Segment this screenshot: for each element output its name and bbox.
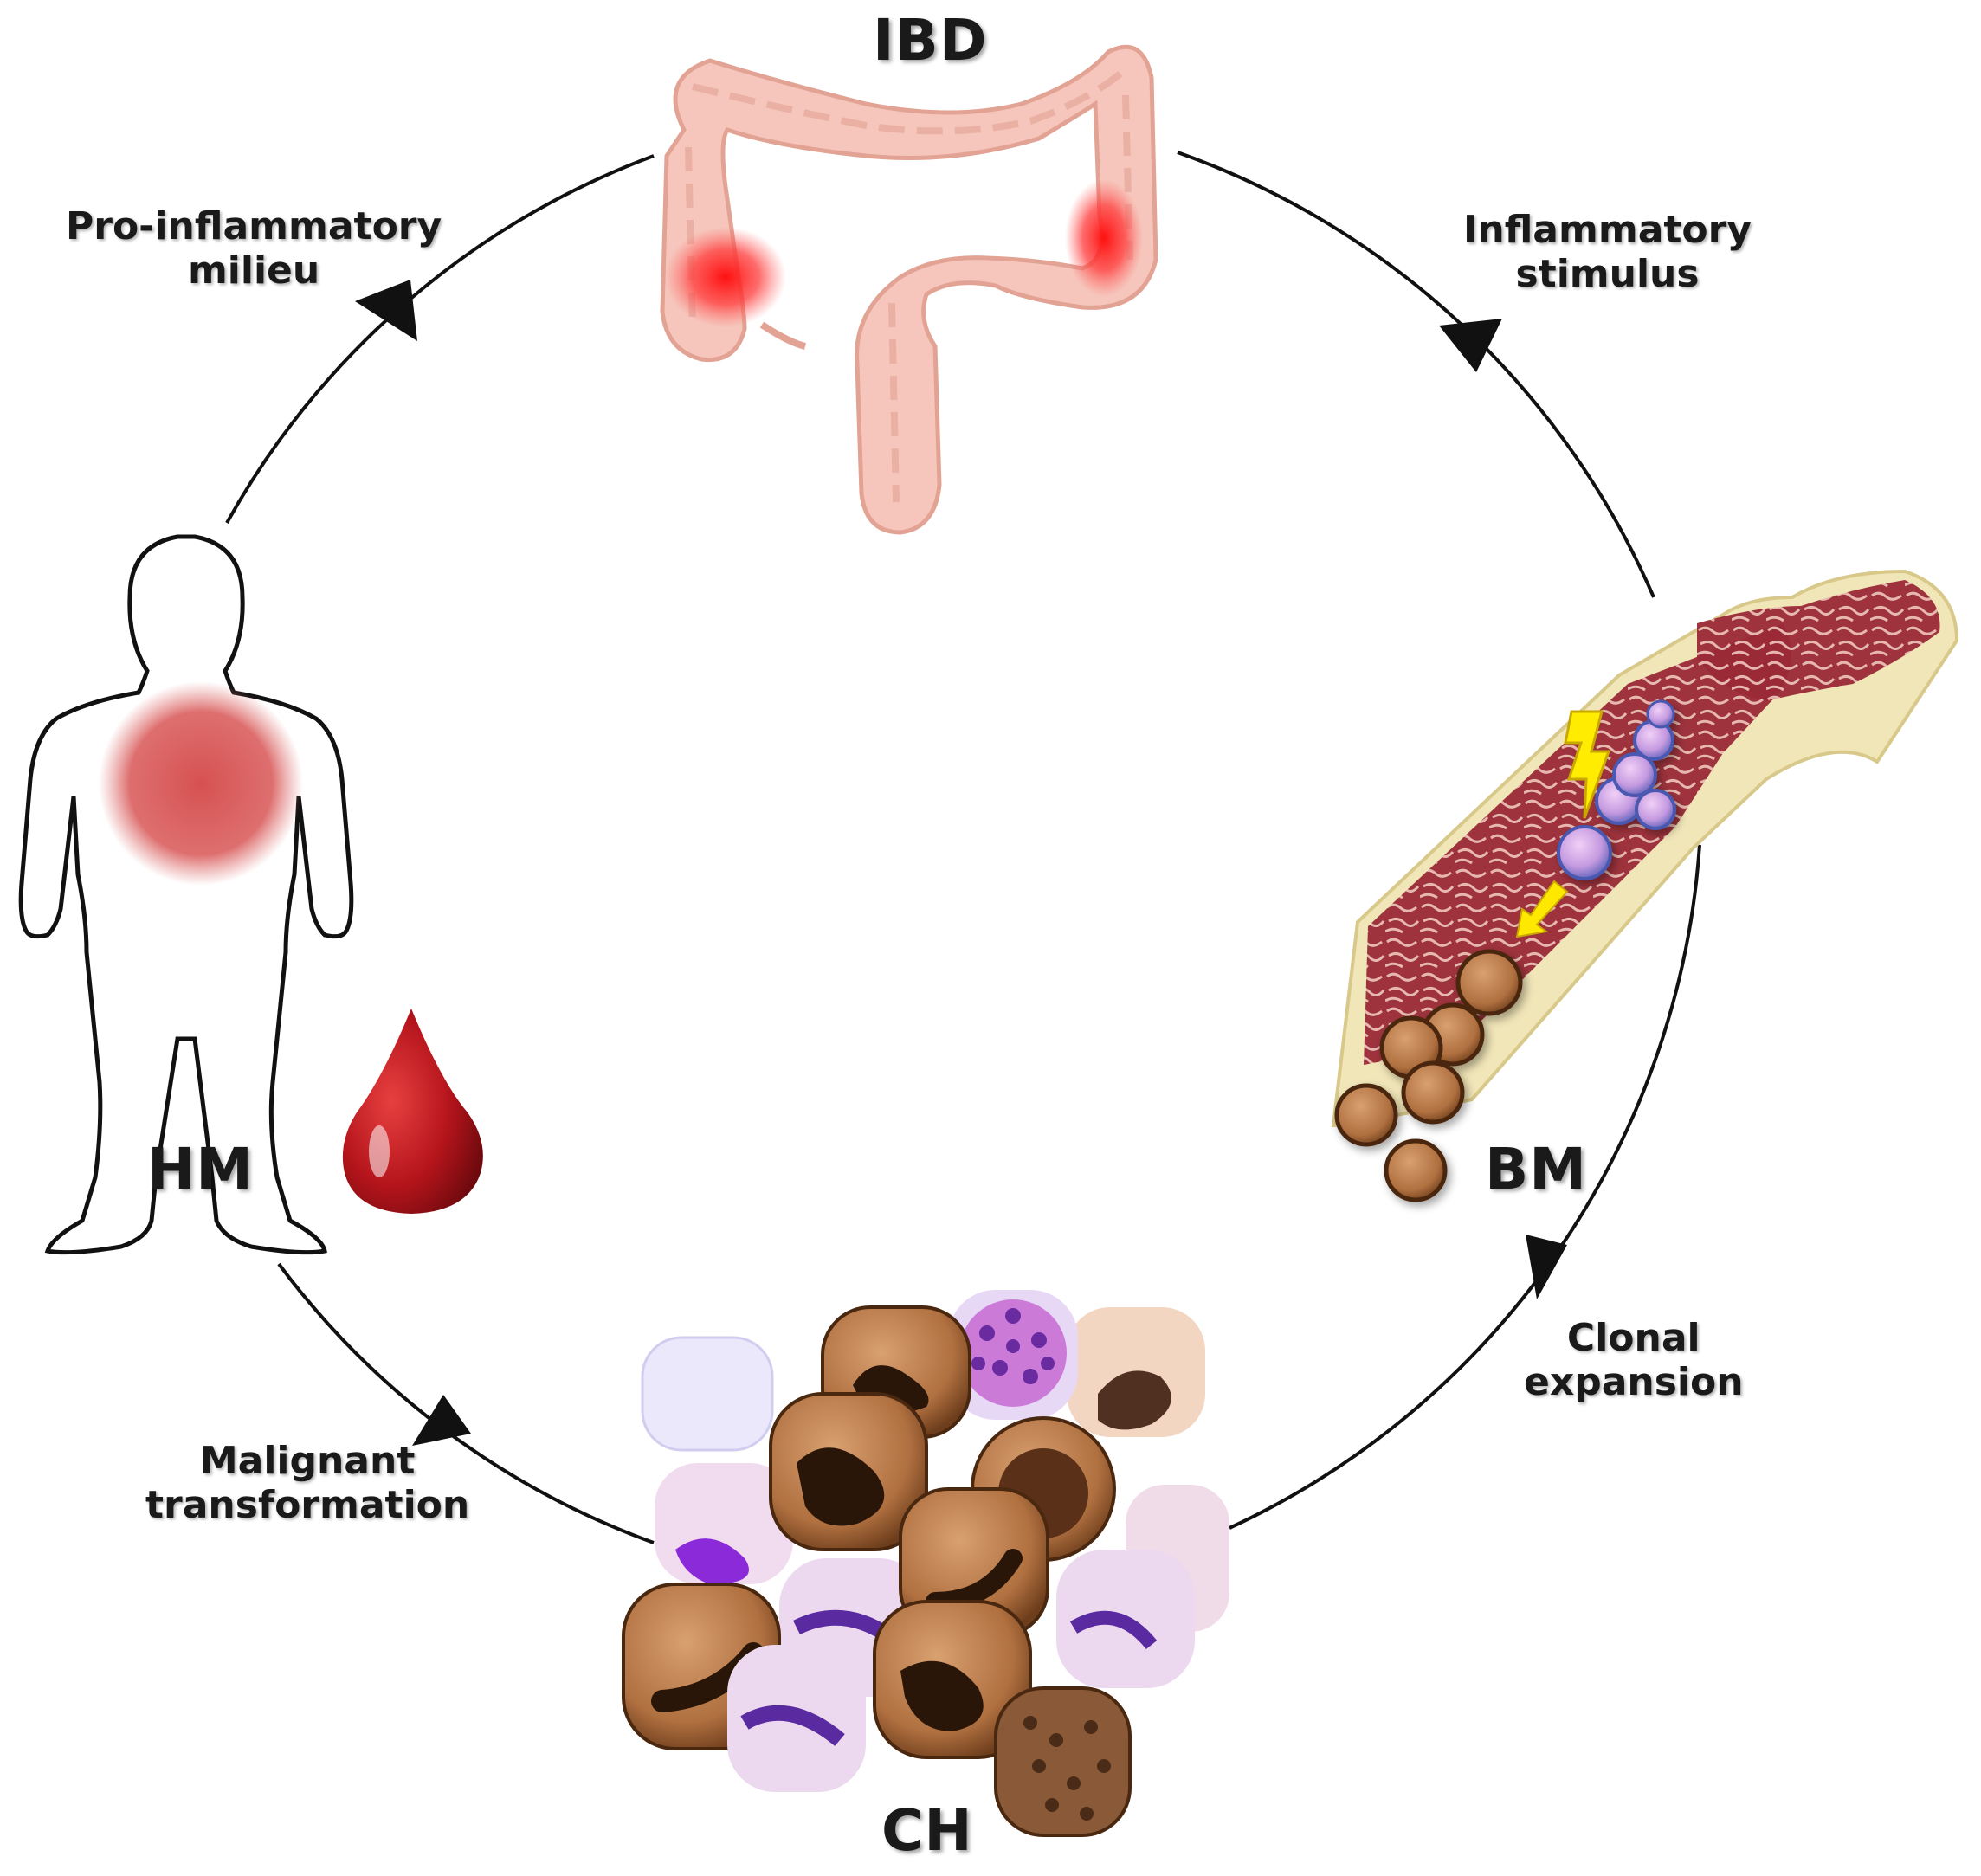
arrowhead-inflammatory-stimulus [1439,319,1502,372]
edge-label-line2: expansion [1524,1360,1744,1405]
edge-label-line1: Clonal [1566,1316,1700,1360]
inflammation-spot-left [665,227,786,327]
edge-label-line1: Pro-inflammatory [66,204,442,248]
edge-label-inflammatory-stimulus: Inflammatory stimulus [1463,208,1752,297]
lightning-bolt-icon [1564,710,1611,819]
inflammation-spot-right [1065,179,1143,297]
edge-label-line2: milieu [187,248,320,293]
node-label-ch: CH [881,1797,973,1864]
cycle-arrowheads [355,280,1567,1446]
node-label-hm: HM [147,1136,254,1202]
edge-label-malignant-transformation: Malignant transformation [145,1439,469,1528]
colon-icon [660,44,1158,535]
arrowhead-malignant-transformation [412,1395,471,1446]
torso-inflammation [99,681,303,886]
arrowhead-pro-inflammatory [355,280,417,341]
stem-cells [1557,699,1676,880]
blood-cells-icon [622,1290,1229,1837]
edge-label-line2: transformation [145,1483,470,1528]
edge-label-clonal-expansion: Clonal expansion [1524,1316,1744,1405]
edge-label-line1: Inflammatory [1463,208,1752,252]
blood-drop-icon [342,1009,483,1214]
mature-cells [1334,949,1523,1202]
node-label-ibd: IBD [873,7,988,74]
edge-label-pro-inflammatory-milieu: Pro-inflammatory milieu [66,204,442,293]
human-body-icon [18,534,354,1255]
differentiation-arrow [1515,880,1569,938]
arrowhead-clonal-expansion [1526,1235,1567,1299]
edge-label-line2: stimulus [1515,252,1700,297]
bone-marrow-icon [1331,569,1959,1202]
edge-label-line1: Malignant [199,1439,416,1483]
node-label-bm: BM [1485,1136,1587,1202]
